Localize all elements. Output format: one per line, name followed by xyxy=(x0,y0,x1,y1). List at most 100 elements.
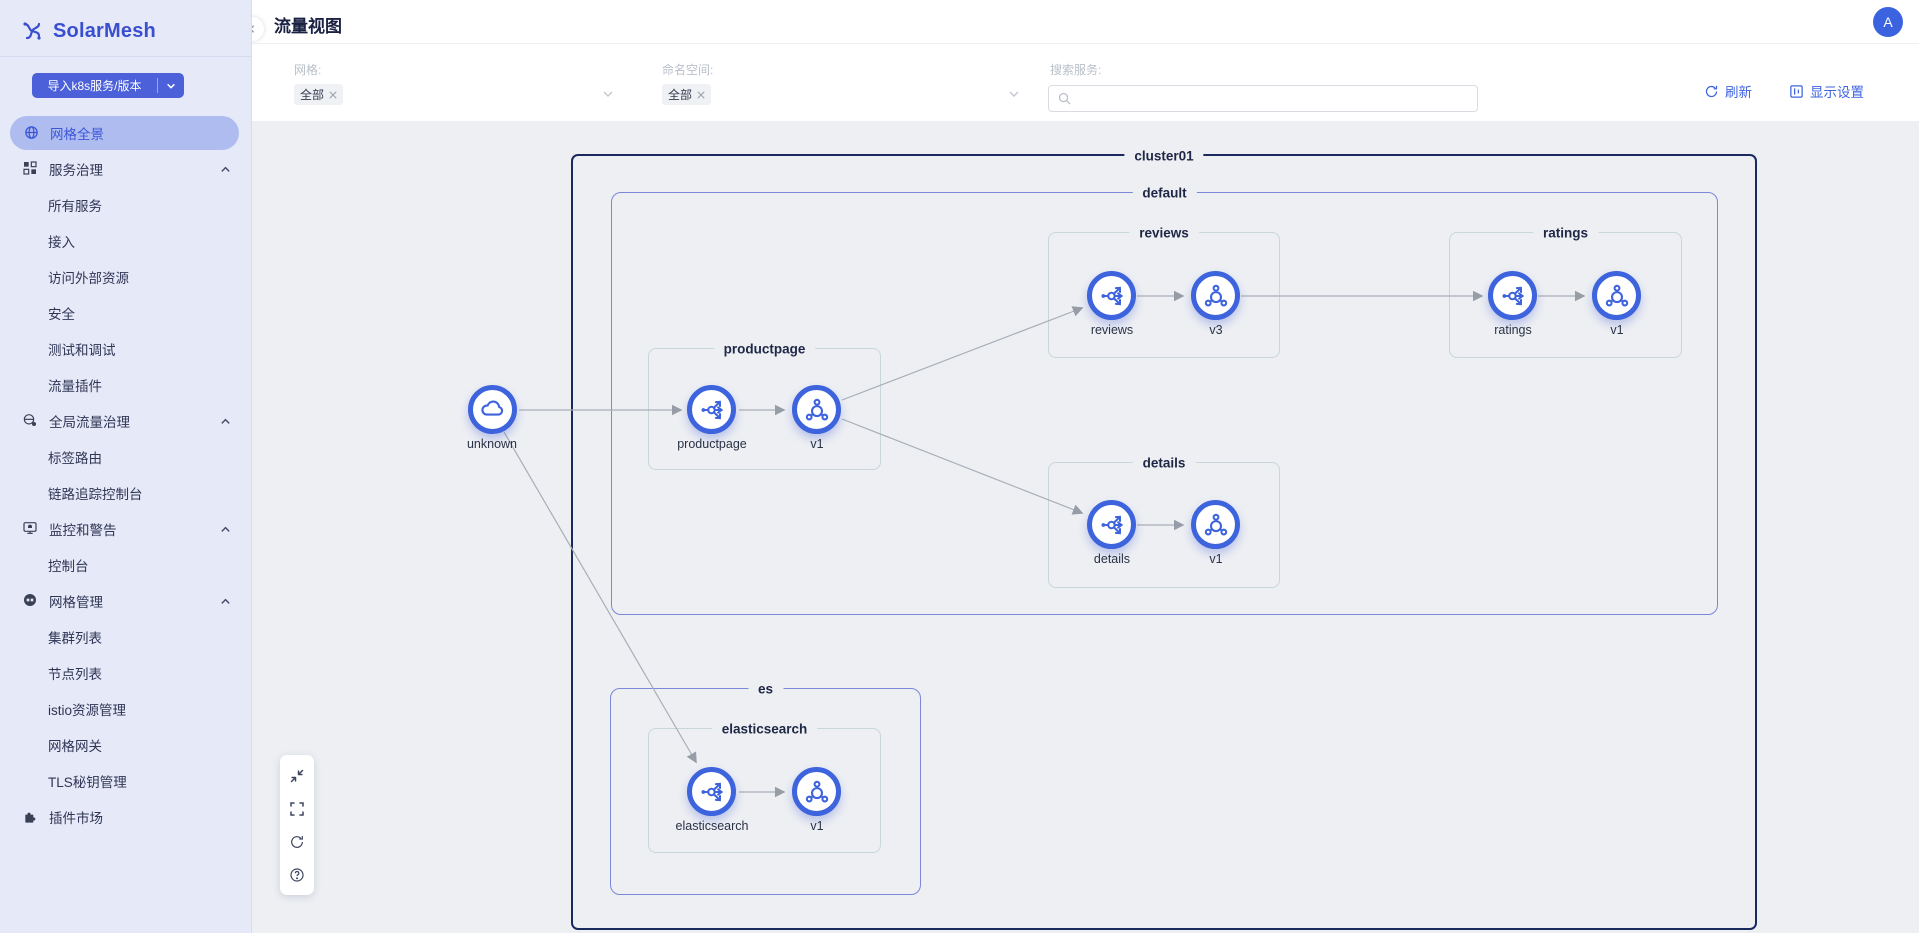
chevron-down-icon xyxy=(1008,88,1020,100)
mesh-select[interactable]: 网格: 全部 xyxy=(292,44,614,121)
sidebar-item-node-list[interactable]: 节点列表 xyxy=(48,667,102,682)
namespace-label: es xyxy=(747,681,784,697)
service-icon xyxy=(1500,283,1526,309)
puzzle-icon xyxy=(22,808,40,826)
display-settings-button[interactable]: 显示设置 xyxy=(1789,81,1864,101)
refresh-button[interactable]: 刷新 xyxy=(1704,81,1752,101)
group-box-details[interactable]: details xyxy=(1048,455,1280,588)
group-box-productpage[interactable]: productpage xyxy=(648,341,881,470)
node-details-v1[interactable] xyxy=(1191,500,1240,549)
sidebar-item-traffic-plugins[interactable]: 流量插件 xyxy=(48,379,102,394)
sidebar-item-label: 监控和警告 xyxy=(49,523,117,538)
search-service-group: 搜索服务: xyxy=(1048,44,1478,121)
sidebar-item-label: 插件市场 xyxy=(49,811,103,826)
sidebar-item-access[interactable]: 接入 xyxy=(48,235,75,250)
sidebar-item-plugin-market[interactable]: 插件市场 xyxy=(0,799,251,835)
mesh-select-label: 网格: xyxy=(294,63,322,77)
chevron-down-icon[interactable] xyxy=(158,81,184,91)
chevron-up-icon xyxy=(220,416,231,427)
sidebar-item-console[interactable]: 控制台 xyxy=(48,559,89,574)
namespace-box-default[interactable]: default xyxy=(611,185,1718,615)
refresh-icon xyxy=(289,834,305,850)
version-icon xyxy=(1203,283,1229,309)
node-productpage-v1[interactable] xyxy=(792,385,841,434)
sidebar-item-label: 网格全景 xyxy=(50,127,104,142)
sidebar-item-mesh-management[interactable]: 网格管理 xyxy=(0,583,251,619)
sidebar-nav: 网格全景 服务治理 所有服务 接入 访问外部资源 安全 测试和调试 流量插件 xyxy=(0,116,251,835)
node-label: v1 xyxy=(1209,552,1223,566)
service-icon xyxy=(699,397,725,423)
avatar[interactable]: A xyxy=(1873,7,1903,37)
sidebar-item-all-services[interactable]: 所有服务 xyxy=(48,199,102,214)
node-elasticsearch-service[interactable] xyxy=(687,767,736,816)
fit-view-button[interactable] xyxy=(284,759,310,792)
sidebar: SolarMesh 导入k8s服务/版本 网格全景 xyxy=(0,0,252,933)
sidebar-item-test-and-debug[interactable]: 测试和调试 xyxy=(48,343,116,358)
version-icon xyxy=(1604,283,1630,309)
chevron-up-icon xyxy=(220,524,231,535)
fullscreen-button[interactable] xyxy=(284,792,310,825)
sidebar-item-mesh-overview[interactable]: 网格全景 xyxy=(10,116,239,150)
import-k8s-button[interactable]: 导入k8s服务/版本 xyxy=(32,73,184,98)
node-ratings-service[interactable] xyxy=(1488,271,1537,320)
sidebar-item-monitoring-and-alerts[interactable]: 监控和警告 xyxy=(0,511,251,547)
app-logo: SolarMesh xyxy=(0,0,251,48)
display-settings-icon xyxy=(1789,84,1804,99)
solarmesh-logo-icon xyxy=(20,19,44,43)
sidebar-item-label: 服务治理 xyxy=(49,163,103,178)
version-icon xyxy=(1203,512,1229,538)
group-box-elasticsearch[interactable]: elasticsearch xyxy=(648,721,881,853)
mesh-management-icon xyxy=(22,592,40,610)
sidebar-item-global-traffic-governance[interactable]: 全局流量治理 xyxy=(0,403,251,439)
sidebar-item-tls-key-management[interactable]: TLS秘钥管理 xyxy=(48,775,127,790)
sidebar-item-cluster-list[interactable]: 集群列表 xyxy=(48,631,102,646)
namespace-select-label: 命名空间: xyxy=(662,63,714,77)
node-reviews-service[interactable] xyxy=(1087,271,1136,320)
group-label: ratings xyxy=(1532,225,1599,241)
canvas-refresh-button[interactable] xyxy=(284,825,310,858)
node-label: v3 xyxy=(1209,323,1223,337)
help-button[interactable] xyxy=(284,858,310,891)
topbar: 流量视图 A xyxy=(240,0,1919,44)
close-icon[interactable] xyxy=(697,90,705,99)
search-input[interactable] xyxy=(1048,85,1478,112)
namespace-select[interactable]: 命名空间: 全部 xyxy=(660,44,1020,121)
cloud-icon xyxy=(479,396,506,423)
node-details-service[interactable] xyxy=(1087,500,1136,549)
sidebar-item-service-governance[interactable]: 服务治理 xyxy=(0,151,251,187)
sidebar-item-istio-resource-management[interactable]: istio资源管理 xyxy=(48,703,127,718)
node-ratings-v1[interactable] xyxy=(1592,271,1641,320)
sidebar-item-mesh-gateway[interactable]: 网格网关 xyxy=(48,739,102,754)
namespace-label: default xyxy=(1132,185,1197,201)
close-icon[interactable] xyxy=(329,90,337,99)
fullscreen-icon xyxy=(289,801,305,817)
namespace-selected-tag[interactable]: 全部 xyxy=(662,84,712,105)
sidebar-item-tracing-console[interactable]: 链路追踪控制台 xyxy=(48,487,143,502)
node-productpage-service[interactable] xyxy=(687,385,736,434)
chevron-up-icon xyxy=(220,164,231,175)
globe-icon xyxy=(23,124,41,142)
node-label: v1 xyxy=(810,819,824,833)
group-box-reviews[interactable]: reviews xyxy=(1048,225,1280,358)
version-icon xyxy=(804,779,830,805)
namespace-box-es[interactable]: es xyxy=(610,681,921,895)
search-service-label: 搜索服务: xyxy=(1050,63,1102,77)
node-label: productpage xyxy=(677,437,747,451)
sidebar-item-label: 网格管理 xyxy=(49,595,103,610)
node-elasticsearch-v1[interactable] xyxy=(792,767,841,816)
sidebar-divider xyxy=(0,56,251,57)
node-reviews-v3[interactable] xyxy=(1191,271,1240,320)
service-icon xyxy=(1099,512,1125,538)
mesh-selected-tag[interactable]: 全部 xyxy=(294,84,344,105)
node-unknown[interactable] xyxy=(468,385,517,434)
filter-bar: 网格: 全部 命名空间: 全部 搜索 xyxy=(252,44,1919,121)
group-box-ratings[interactable]: ratings xyxy=(1449,225,1682,358)
traffic-graph-canvas[interactable]: cluster01 default es productpage reviews… xyxy=(252,121,1919,933)
sidebar-item-security[interactable]: 安全 xyxy=(48,307,75,322)
group-label: elasticsearch xyxy=(711,721,818,737)
help-icon xyxy=(289,867,305,883)
node-label: unknown xyxy=(466,437,518,451)
sidebar-item-label-routing[interactable]: 标签路由 xyxy=(48,451,102,466)
page-title: 流量视图 xyxy=(274,17,342,36)
sidebar-item-external-resources[interactable]: 访问外部资源 xyxy=(48,271,129,286)
